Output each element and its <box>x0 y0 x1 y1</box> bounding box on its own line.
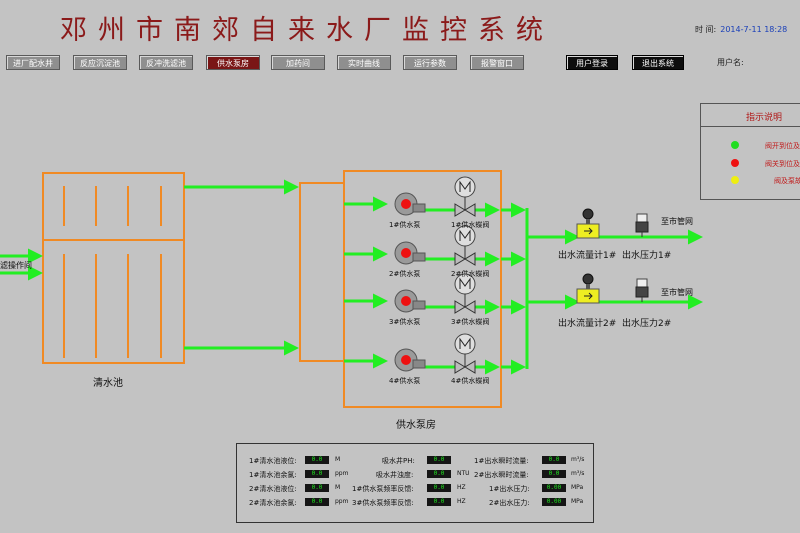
legend-yellow-indicator <box>731 176 739 184</box>
login-button[interactable]: 用户登录 <box>566 55 618 70</box>
measure-unit: M <box>335 456 341 463</box>
measure-value: 0.0 <box>427 456 451 464</box>
flowmeter-1-label: 出水流量计1# <box>558 251 617 261</box>
nav-button-alarm-window[interactable]: 报警窗口 <box>470 55 524 70</box>
measure-unit: m³/s <box>571 470 585 477</box>
butterfly-valve-icon[interactable] <box>454 246 476 266</box>
legend-red-text: 阀关到位及 <box>765 160 800 168</box>
measure-unit: M <box>335 484 341 491</box>
outlet-1-destination: 至市管网 <box>661 217 693 226</box>
flowmeter-icon[interactable] <box>576 273 600 304</box>
pump-room-label: 供水泵房 <box>396 420 436 431</box>
measure-label: 2#清水池液位: <box>249 485 297 493</box>
measure-value: 0.0 <box>427 470 451 478</box>
suction-well <box>299 182 345 362</box>
measure-value: 0.0 <box>427 498 451 506</box>
nav-button-inlet-well[interactable]: 进厂配水井 <box>6 55 60 70</box>
legend-green-indicator <box>731 141 739 149</box>
pump-2-label: 2#供水泵 <box>389 270 421 278</box>
measure-value: 0.0 <box>305 484 329 492</box>
measure-label: 吸水井浊度: <box>376 471 414 479</box>
measure-value: 0.0 <box>305 456 329 464</box>
time-label: 时 间: <box>695 25 717 34</box>
measure-label: 1#出水压力: <box>489 485 530 493</box>
measure-value: 0.0 <box>305 470 329 478</box>
measure-label: 2#出水压力: <box>489 499 530 507</box>
measure-label: 3#供水泵频率反馈: <box>352 499 414 507</box>
pressure-gauge-icon[interactable] <box>635 213 649 237</box>
measure-unit: m³/s <box>571 456 585 463</box>
measure-value: 0.0 <box>542 456 566 464</box>
main-pipes <box>0 179 703 375</box>
nav-button-pump-room[interactable]: 供水泵房 <box>206 55 260 70</box>
measure-unit: HZ <box>457 498 466 505</box>
app-title: 邓州市南郊自来水厂监控系统 <box>60 15 554 46</box>
pump-3-label: 3#供水泵 <box>389 318 421 326</box>
pump-icon[interactable] <box>394 348 426 372</box>
measurement-panel: 1#清水池液位: 0.0 M 1#清水池余氯: 0.0 ppm 2#清水池液位:… <box>236 443 594 523</box>
measure-label: 1#清水池余氯: <box>249 471 297 479</box>
logout-button[interactable]: 退出系统 <box>632 55 684 70</box>
measure-unit: ppm <box>335 470 349 477</box>
measure-value: 0.0 <box>305 498 329 506</box>
measure-unit: ppm <box>335 498 349 505</box>
measure-label: 吸水井PH: <box>382 457 415 465</box>
pump-room-frame <box>343 170 502 408</box>
valve-3-label: 3#供水蝶阀 <box>451 318 490 326</box>
nav-button-realtime-curve[interactable]: 实时曲线 <box>337 55 391 70</box>
measure-label: 1#出水瞬时流量: <box>474 457 529 465</box>
butterfly-valve-icon[interactable] <box>454 197 476 217</box>
flowmeter-2-label: 出水流量计2# <box>558 319 617 329</box>
pump-1-label: 1#供水泵 <box>389 221 421 229</box>
measure-value: 0.0 <box>427 484 451 492</box>
clear-water-tank <box>42 172 185 364</box>
user-name-label: 用户名: <box>717 58 744 67</box>
pressure-2-label: 出水压力2# <box>622 319 672 329</box>
pump-icon[interactable] <box>394 192 426 216</box>
measure-value: 0.0 <box>542 470 566 478</box>
pump-icon[interactable] <box>394 241 426 265</box>
pressure-gauge-icon[interactable] <box>635 278 649 302</box>
butterfly-valve-icon[interactable] <box>454 294 476 314</box>
nav-button-sedimentation[interactable]: 反应沉淀池 <box>73 55 127 70</box>
motor-icon <box>454 225 476 247</box>
time-value: 2014-7-11 18:28 <box>720 25 788 34</box>
nav-button-backwash-filter[interactable]: 反冲洗滤池 <box>139 55 193 70</box>
nav-button-run-params[interactable]: 运行参数 <box>403 55 457 70</box>
measure-label: 2#清水池余氯: <box>249 499 297 507</box>
legend-yellow-text: 阀及泵故 <box>774 177 800 185</box>
nav-button-dosing-room[interactable]: 加药间 <box>271 55 325 70</box>
measure-label: 1#清水池液位: <box>249 457 297 465</box>
legend-green-text: 阀开到位及 <box>765 142 800 150</box>
butterfly-valve-icon[interactable] <box>454 354 476 374</box>
measure-label: 2#出水瞬时流量: <box>474 471 529 479</box>
measure-unit: MPa <box>571 498 584 505</box>
flowmeter-icon[interactable] <box>576 208 600 239</box>
time-display: 时 间:2014-7-11 18:28 <box>695 24 787 35</box>
pump-icon[interactable] <box>394 289 426 313</box>
legend-panel: 指示说明 阀开到位及 阀关到位及 阀及泵故 <box>700 103 800 200</box>
valve-1-label: 1#供水蝶阀 <box>451 221 490 229</box>
valve-2-label: 2#供水蝶阀 <box>451 270 490 278</box>
tank-label: 清水池 <box>93 378 123 389</box>
measure-value: 0.00 <box>542 498 566 506</box>
legend-red-indicator <box>731 159 739 167</box>
measure-unit: HZ <box>457 484 466 491</box>
measure-unit: MPa <box>571 484 584 491</box>
motor-icon <box>454 176 476 198</box>
measure-label: 1#供水泵频率反馈: <box>352 485 414 493</box>
motor-icon <box>454 333 476 355</box>
inlet-label: 滤操作间 <box>0 261 32 270</box>
measure-value: 0.00 <box>542 484 566 492</box>
pressure-1-label: 出水压力1# <box>622 251 672 261</box>
measure-unit: NTU <box>457 470 470 477</box>
pump-4-label: 4#供水泵 <box>389 377 421 385</box>
legend-title: 指示说明 <box>746 113 783 123</box>
outlet-2-destination: 至市管网 <box>661 288 693 297</box>
legend-divider <box>701 126 800 127</box>
valve-4-label: 4#供水蝶阀 <box>451 377 490 385</box>
